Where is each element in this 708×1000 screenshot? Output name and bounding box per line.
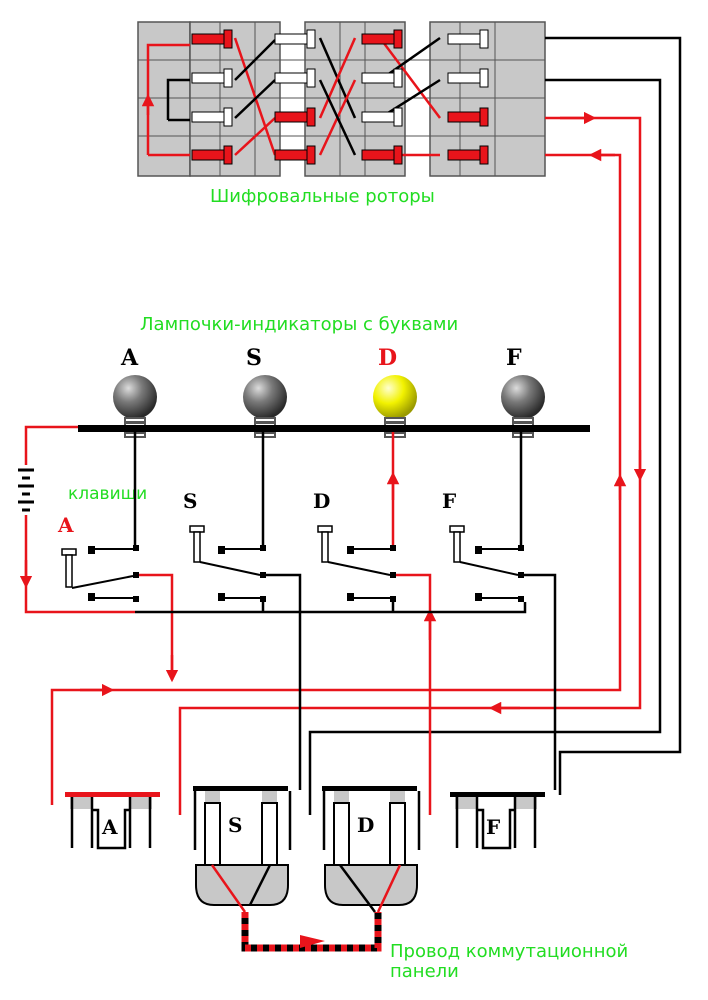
battery (18, 425, 135, 614)
rotor-contact-pins (191, 29, 489, 165)
lamp-bus-bar (78, 425, 590, 432)
key-label-f: F (442, 489, 456, 513)
keys-caption: клавиши (68, 484, 147, 504)
plug-label-f: F (486, 815, 500, 839)
lamp-board: A S D F (78, 345, 590, 438)
lamp-label-d: D (378, 345, 397, 371)
plug-socket-d[interactable]: D (322, 786, 421, 913)
lamp-label-a: A (120, 345, 139, 371)
plugboard-caption-line1: Провод коммутационной (390, 941, 628, 962)
plug-label-a: A (101, 815, 118, 839)
rotor-to-plugboard-wires (50, 36, 682, 815)
key-label-a: A (57, 513, 74, 537)
key-s[interactable]: S (183, 432, 302, 790)
key-d[interactable]: D (313, 432, 437, 815)
plug-socket-a[interactable]: A (65, 792, 160, 850)
rotor-internal-wiring (233, 36, 441, 157)
plug-label-d: D (357, 813, 374, 837)
plug-label-s: S (228, 813, 242, 837)
keyboard: A S (57, 432, 557, 815)
lamps-caption: Лампочки-индикаторы с буквами (140, 314, 458, 335)
plug-socket-s[interactable]: S (193, 786, 292, 913)
plugboard-caption-line2: панели (390, 961, 459, 982)
rotors-caption: Шифровальные роторы (210, 186, 435, 207)
lamp-label-s: S (246, 345, 262, 371)
key-label-d: D (313, 489, 330, 513)
key-label-s: S (183, 489, 197, 513)
plug-socket-f[interactable]: F (450, 792, 545, 850)
plugboard: A S D (65, 786, 545, 952)
key-a[interactable]: A (57, 432, 179, 683)
lamp-label-f: F (506, 345, 522, 371)
patch-cable (241, 912, 382, 952)
rotor-assembly (137, 21, 546, 177)
reflector-wire-active (146, 43, 190, 155)
key-f[interactable]: F (442, 432, 557, 790)
